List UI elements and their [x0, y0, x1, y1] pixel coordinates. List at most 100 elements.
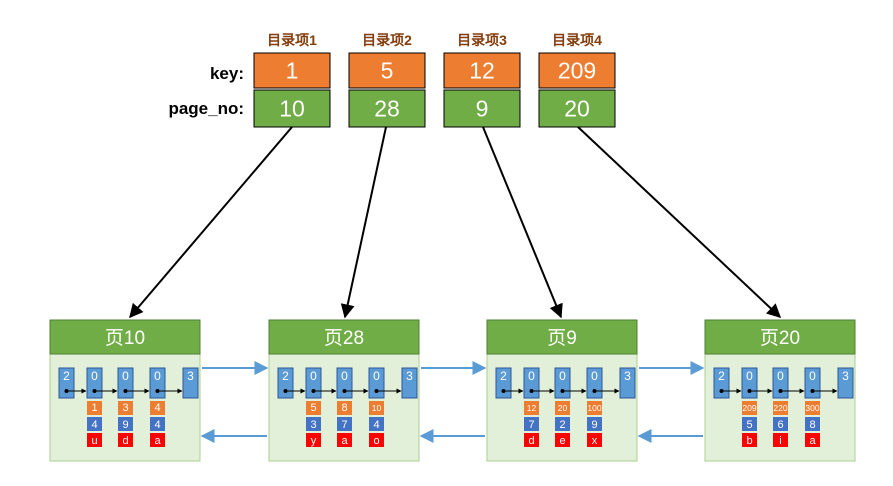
slot-pointer-dot — [747, 389, 752, 393]
entry-key-cell — [348, 52, 426, 89]
slot-value: 3 — [406, 369, 413, 383]
record-value-cell — [306, 417, 321, 431]
slot-value: 0 — [91, 369, 98, 383]
record-char: a — [341, 435, 348, 447]
slot-value: 0 — [528, 369, 535, 383]
record-key-cell — [524, 401, 539, 415]
slot-pointer-dot — [311, 389, 316, 393]
record-key-cell — [150, 401, 165, 415]
page-header — [49, 319, 201, 355]
record-value: 9 — [122, 419, 128, 431]
entry-key: 5 — [381, 58, 394, 84]
slot-value: 0 — [341, 369, 348, 383]
page-pointer-arrow — [577, 126, 782, 318]
slot-pointer-dot — [64, 389, 69, 393]
record-char-cell — [524, 433, 539, 447]
record-char-cell — [87, 433, 102, 447]
record-value-cell — [524, 417, 539, 431]
record-char: a — [809, 435, 816, 447]
record-key: 5 — [310, 402, 316, 414]
slot-value: 0 — [373, 369, 380, 383]
record-char: u — [91, 435, 97, 447]
record-value-cell — [369, 417, 384, 431]
record-key: 100 — [587, 403, 601, 413]
slot-value: 2 — [500, 369, 507, 383]
record-value-cell — [118, 417, 133, 431]
entry-key: 1 — [286, 58, 299, 84]
record-value-cell — [555, 417, 570, 431]
slot-box — [182, 367, 199, 399]
slot-pointer-dot — [283, 389, 288, 393]
record: 12 7 d — [524, 401, 539, 447]
record-key: 220 — [773, 403, 787, 413]
record: 44a — [150, 401, 165, 447]
record-key-cell — [773, 401, 788, 415]
entry-page-cell — [538, 89, 616, 128]
slot-pointer-dot — [374, 389, 379, 393]
entry-title: 目录项1 — [267, 32, 317, 48]
page-pointer-arrow — [129, 126, 293, 319]
slot-value: 0 — [591, 369, 598, 383]
record-value: 7 — [341, 419, 347, 431]
record-key: 20 — [558, 403, 568, 413]
record-key: 1 — [91, 402, 97, 414]
slot-pointer-dot — [719, 389, 724, 393]
page-header — [704, 319, 856, 355]
page-title: 页9 — [547, 328, 577, 349]
slot-value: 0 — [809, 369, 816, 383]
record-value-cell — [773, 417, 788, 431]
record: 39d — [118, 401, 133, 447]
record-key-cell — [118, 401, 133, 415]
slot-value: 0 — [310, 369, 317, 383]
record-key-cell — [805, 401, 820, 415]
record-char: e — [559, 435, 565, 447]
page-header — [268, 319, 420, 355]
entry-page-no: 10 — [279, 96, 305, 122]
record-key-cell — [555, 401, 570, 415]
entry-page-cell — [443, 89, 521, 128]
entry-key-cell — [253, 52, 331, 89]
record-char: o — [373, 435, 379, 447]
page-no-row-label: page_no: — [168, 99, 244, 118]
record-key: 209 — [742, 403, 756, 413]
record-char-cell — [773, 433, 788, 447]
slot-box — [619, 367, 636, 399]
key-row-label: key: — [210, 64, 244, 83]
record-value: 7 — [528, 419, 534, 431]
slot-pointer-dot — [92, 389, 97, 393]
slot-value: 0 — [154, 369, 161, 383]
record-char: d — [528, 435, 534, 447]
record-char-cell — [555, 433, 570, 447]
record-value-cell — [805, 417, 820, 431]
record-char-cell — [337, 433, 352, 447]
slot-pointer-dot — [592, 389, 597, 393]
record: 87a — [337, 401, 352, 447]
directory-entry: 目录项1 1 10 — [253, 32, 331, 128]
page-header — [486, 319, 638, 355]
record-char: a — [154, 435, 161, 447]
record-value: 4 — [91, 419, 97, 431]
page-title: 页20 — [760, 328, 800, 349]
entry-key-cell — [538, 52, 616, 89]
record-key-cell — [306, 401, 321, 415]
slot-value: 3 — [842, 369, 849, 383]
record: 1 4 u — [87, 401, 102, 447]
slot-pointer-dot — [501, 389, 506, 393]
record-char-cell — [306, 433, 321, 447]
slot-value: 2 — [282, 369, 289, 383]
record-key: 12 — [527, 403, 537, 413]
slot-value: 0 — [122, 369, 129, 383]
record-char-cell — [587, 433, 602, 447]
record-value-cell — [150, 417, 165, 431]
slot-box — [401, 367, 418, 399]
